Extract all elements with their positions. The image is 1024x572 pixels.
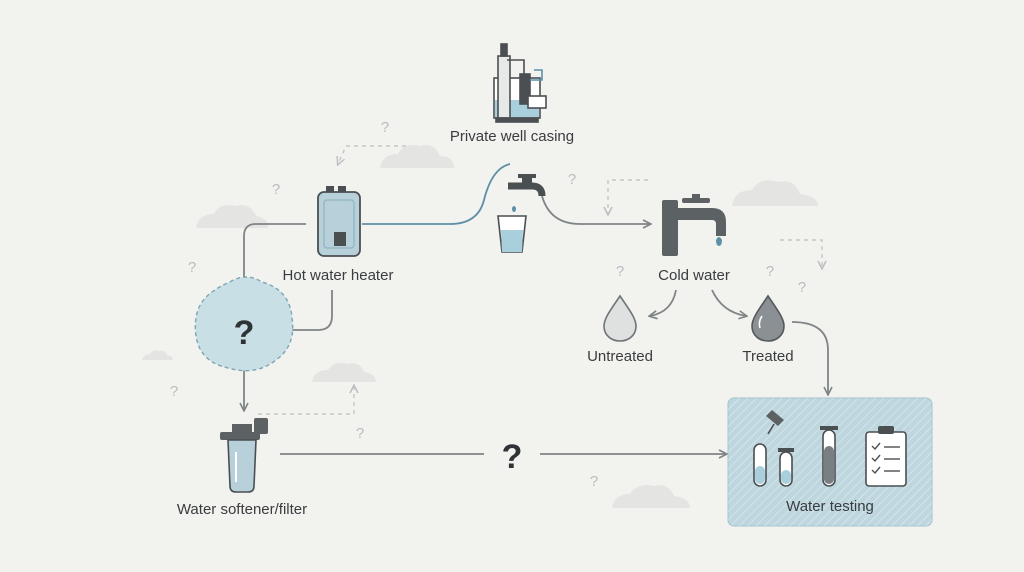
hint-question-mark: ? — [170, 383, 178, 400]
water-heater-icon — [317, 186, 361, 257]
connector-treated-to-testing — [791, 321, 828, 394]
water-drop-icon — [603, 294, 637, 342]
water-filter-icon — [220, 418, 268, 493]
hint-question-mark: ? — [798, 279, 806, 296]
connectors — [244, 163, 828, 454]
hint-question-mark: ? — [381, 119, 389, 136]
faucet-icon — [662, 194, 726, 256]
cloud-icon — [312, 362, 376, 382]
hint-question-marks: ? ? ? ? ? ? ? ? ? ? — [170, 119, 806, 490]
unknown-blob-question-mark: ? — [234, 314, 255, 352]
unknown-link-question-mark: ? — [502, 438, 523, 476]
well-casing-icon — [493, 43, 547, 123]
test-tubes-clipboard-icon — [753, 410, 907, 487]
hint-question-mark: ? — [568, 171, 576, 188]
hint-question-mark: ? — [356, 425, 364, 442]
hint-question-mark: ? — [188, 259, 196, 276]
node-label-cold: Cold water — [658, 267, 730, 284]
background-clouds — [142, 145, 818, 508]
node-label-untreated: Untreated — [587, 348, 653, 365]
connector-heater-to-unknown — [286, 290, 333, 330]
cloud-icon — [380, 145, 454, 168]
node-label-heater: Hot water heater — [283, 267, 394, 284]
node-label-treated: Treated — [742, 348, 793, 365]
cloud-icon — [196, 205, 268, 228]
hint-question-mark: ? — [616, 263, 624, 280]
hint-question-mark: ? — [766, 263, 774, 280]
cloud-icon — [612, 485, 690, 508]
hint-question-mark: ? — [272, 181, 280, 198]
tap-glass-icon — [497, 174, 546, 253]
hint-question-mark: ? — [590, 473, 598, 490]
connector-well-to-cold — [541, 195, 650, 224]
connector-cold-to-treated — [711, 289, 746, 316]
connector-heater-to-softener — [244, 223, 306, 410]
node-label-testing: Water testing — [786, 498, 874, 515]
unknown-step-blob: ? — [194, 276, 294, 372]
cloud-icon — [142, 350, 173, 360]
cloud-icon — [732, 180, 818, 206]
blue-pipe-connector — [362, 163, 511, 225]
connector-cold-to-untreated — [650, 289, 677, 316]
node-label-softener: Water softener/filter — [177, 501, 307, 518]
water-testing-panel: Water testing — [727, 397, 933, 527]
node-label-well: Private well casing — [450, 128, 574, 145]
water-drop-icon — [751, 294, 785, 342]
dashed-hint-arrows — [258, 145, 822, 415]
